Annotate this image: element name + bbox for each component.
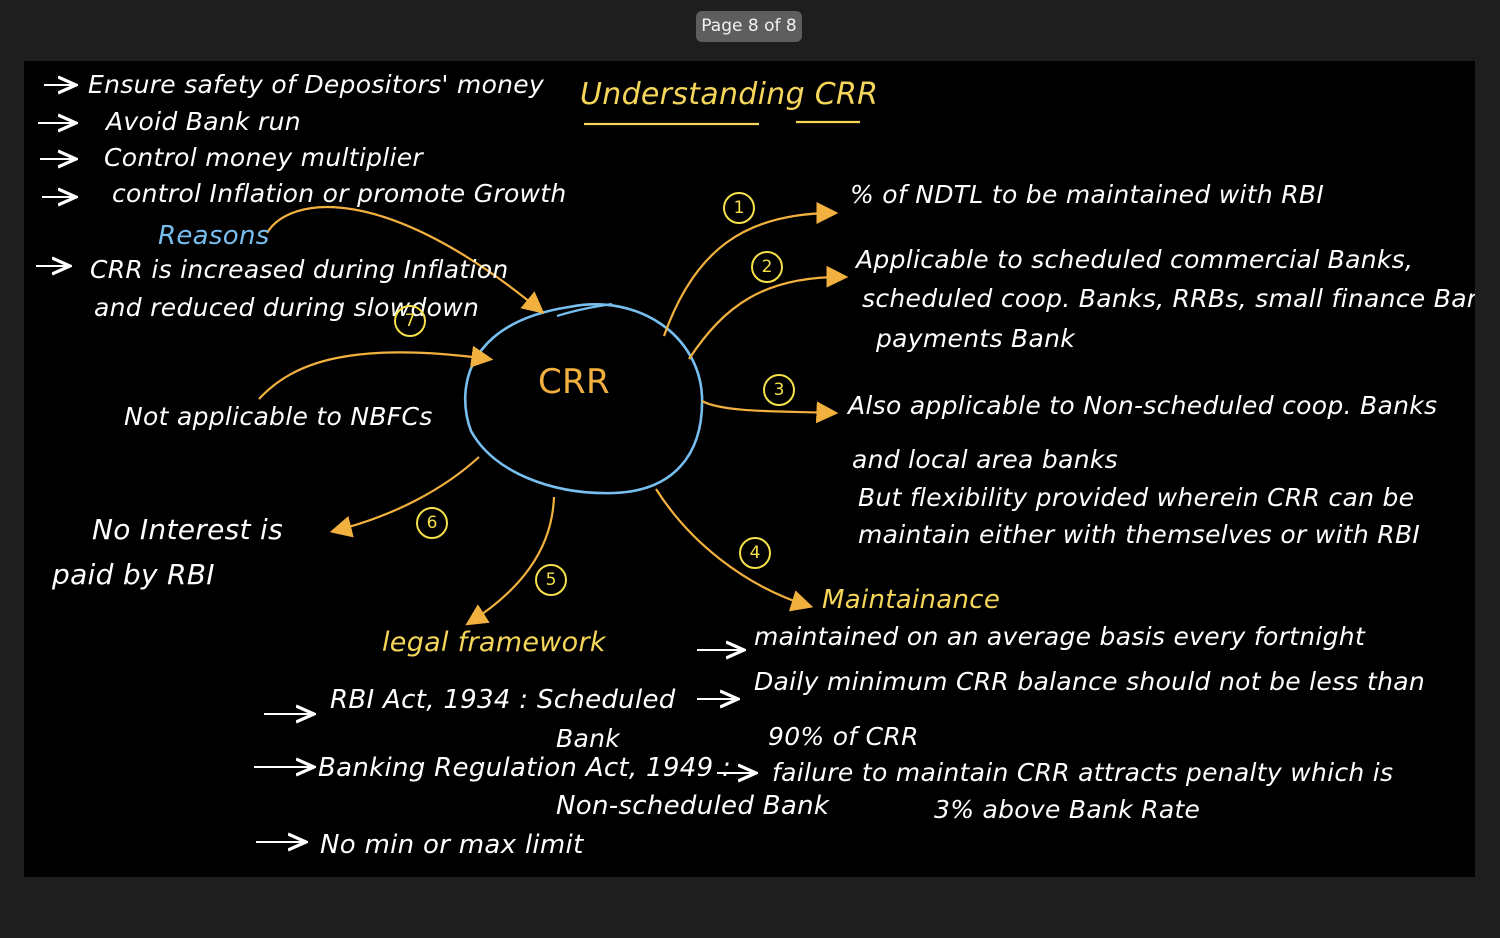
number-badge: 6 <box>416 507 448 539</box>
point3-line: Also applicable to Non-scheduled coop. B… <box>848 391 1438 420</box>
maintenance-line: maintained on an average basis every for… <box>754 622 1366 651</box>
maintenance-heading: Maintainance <box>822 585 1001 615</box>
legal-line: Bank <box>556 724 620 753</box>
slide-canvas: Understanding CRR CRR Ensure safety of D… <box>24 61 1475 877</box>
number-badge: 7 <box>394 305 426 337</box>
number-badge: 4 <box>739 537 771 569</box>
arrow-4 <box>655 488 814 612</box>
purpose-item: Ensure safety of Depositors' money <box>88 70 545 99</box>
point1-line: % of NDTL to be maintained with RBI <box>850 180 1325 209</box>
arrow-6 <box>329 456 480 538</box>
page-indicator: Page 8 of 8 <box>696 11 802 42</box>
legal-line: Banking Regulation Act, 1949 : <box>318 753 732 783</box>
no-interest-line: No Interest is <box>92 513 283 546</box>
arrow-2 <box>688 265 849 360</box>
maintenance-line: failure to maintain CRR attracts penalty… <box>772 758 1394 787</box>
legal-line: No min or max limit <box>320 830 584 860</box>
point2-line: Applicable to scheduled commercial Banks… <box>856 245 1414 274</box>
point2-line: scheduled coop. Banks, RRBs, small finan… <box>862 284 1475 313</box>
arrow-3 <box>701 400 839 424</box>
crr-circle <box>464 303 704 495</box>
page-title: Understanding CRR <box>580 77 879 112</box>
diagram-strokes <box>36 61 860 877</box>
maintenance-line: 90% of CRR <box>768 722 919 751</box>
number-badge: 5 <box>535 564 567 596</box>
reasons-heading: Reasons <box>158 221 270 251</box>
maintenance-line: 3% above Bank Rate <box>934 795 1201 824</box>
arrow-reasons <box>266 206 545 314</box>
point3-line: and local area banks <box>852 445 1118 474</box>
point2-line: payments Bank <box>876 324 1076 353</box>
maintenance-line: Daily minimum CRR balance should not be … <box>754 667 1425 696</box>
center-label: CRR <box>538 362 610 402</box>
point3-line: But flexibility provided wherein CRR can… <box>858 483 1415 512</box>
legal-line: Non-scheduled Bank <box>556 791 830 821</box>
nbfc-note: Not applicable to NBFCs <box>124 402 433 431</box>
purpose-item: control Inflation or promote Growth <box>112 179 567 208</box>
legal-line: RBI Act, 1934 : Scheduled <box>330 685 676 715</box>
number-badge: 2 <box>751 251 783 283</box>
arrow-7 <box>258 345 494 400</box>
purpose-item: Control money multiplier <box>104 143 423 172</box>
legal-heading: legal framework <box>382 627 606 658</box>
arrow-5 <box>465 496 556 626</box>
point3-line: maintain either with themselves or with … <box>858 520 1421 549</box>
arrow-1 <box>662 202 839 337</box>
number-badge: 1 <box>723 192 755 224</box>
reasons-line: CRR is increased during Inflation <box>90 255 509 284</box>
number-badge: 3 <box>763 374 795 406</box>
no-interest-line: paid by RBI <box>52 558 215 591</box>
purpose-item: Avoid Bank run <box>106 107 301 136</box>
